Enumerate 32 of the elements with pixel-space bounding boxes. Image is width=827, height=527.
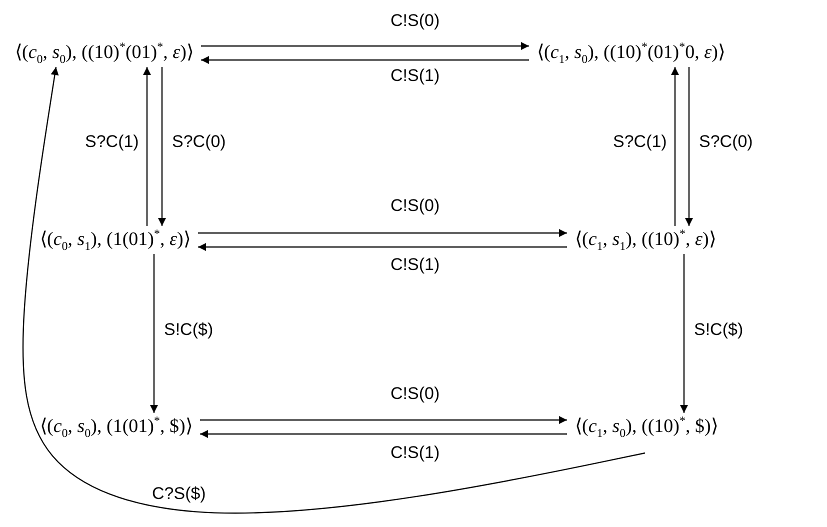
arrow — [685, 67, 693, 226]
state-label: ⟨(c$_{1}$, s$_{0}$), ((10)$^{*}$, $)⟩ — [575, 415, 718, 439]
arrow — [150, 254, 158, 413]
edge-label: S?C(1) — [83, 132, 141, 152]
edge-label: C!S(1) — [388, 443, 442, 463]
arrow — [201, 56, 529, 64]
arrow — [200, 416, 567, 424]
state-label: ⟨(c$_{0}$, s$_{0}$), ((10)$^{*}$(01)$^{*}$, ε)⟩ — [15, 41, 194, 65]
state-label: ⟨(c$_{1}$, s$_{1}$), ((10)$^{*}$, ε)⟩ — [575, 228, 716, 252]
state-label: ⟨(c$_{1}$, s$_{0}$), ((10)$^{*}$(01)$^{*}$0, ε)⟩ — [537, 41, 725, 65]
edge-label: C!S(0) — [388, 384, 442, 404]
arrow — [201, 42, 529, 50]
state-label: ⟨(c$_{0}$, s$_{0}$), (1(01)$^{*}$, $)⟩ — [40, 415, 192, 439]
edge-label: C?S($) — [150, 484, 208, 504]
arrow — [200, 430, 567, 438]
edge-label: C!S(0) — [388, 196, 442, 216]
arrow — [143, 67, 151, 226]
arrow — [22, 66, 646, 514]
arrow — [680, 254, 688, 413]
edge-label: C!S(1) — [388, 66, 442, 86]
edge-label: S!C($) — [692, 320, 746, 340]
edge-label: C!S(1) — [388, 255, 442, 275]
arrow — [158, 67, 166, 226]
arrow — [198, 229, 567, 237]
arrow — [671, 67, 679, 226]
edge-label: S?C(0) — [697, 132, 755, 152]
state-label: ⟨(c$_{0}$, s$_{1}$), (1(01)$^{*}$, ε)⟩ — [40, 228, 190, 252]
edge-label: S?C(1) — [611, 132, 669, 152]
arrow — [198, 243, 567, 251]
edge-label: S?C(0) — [170, 132, 228, 152]
edge-label: C!S(0) — [388, 11, 442, 31]
edge-label: S!C($) — [162, 320, 216, 340]
